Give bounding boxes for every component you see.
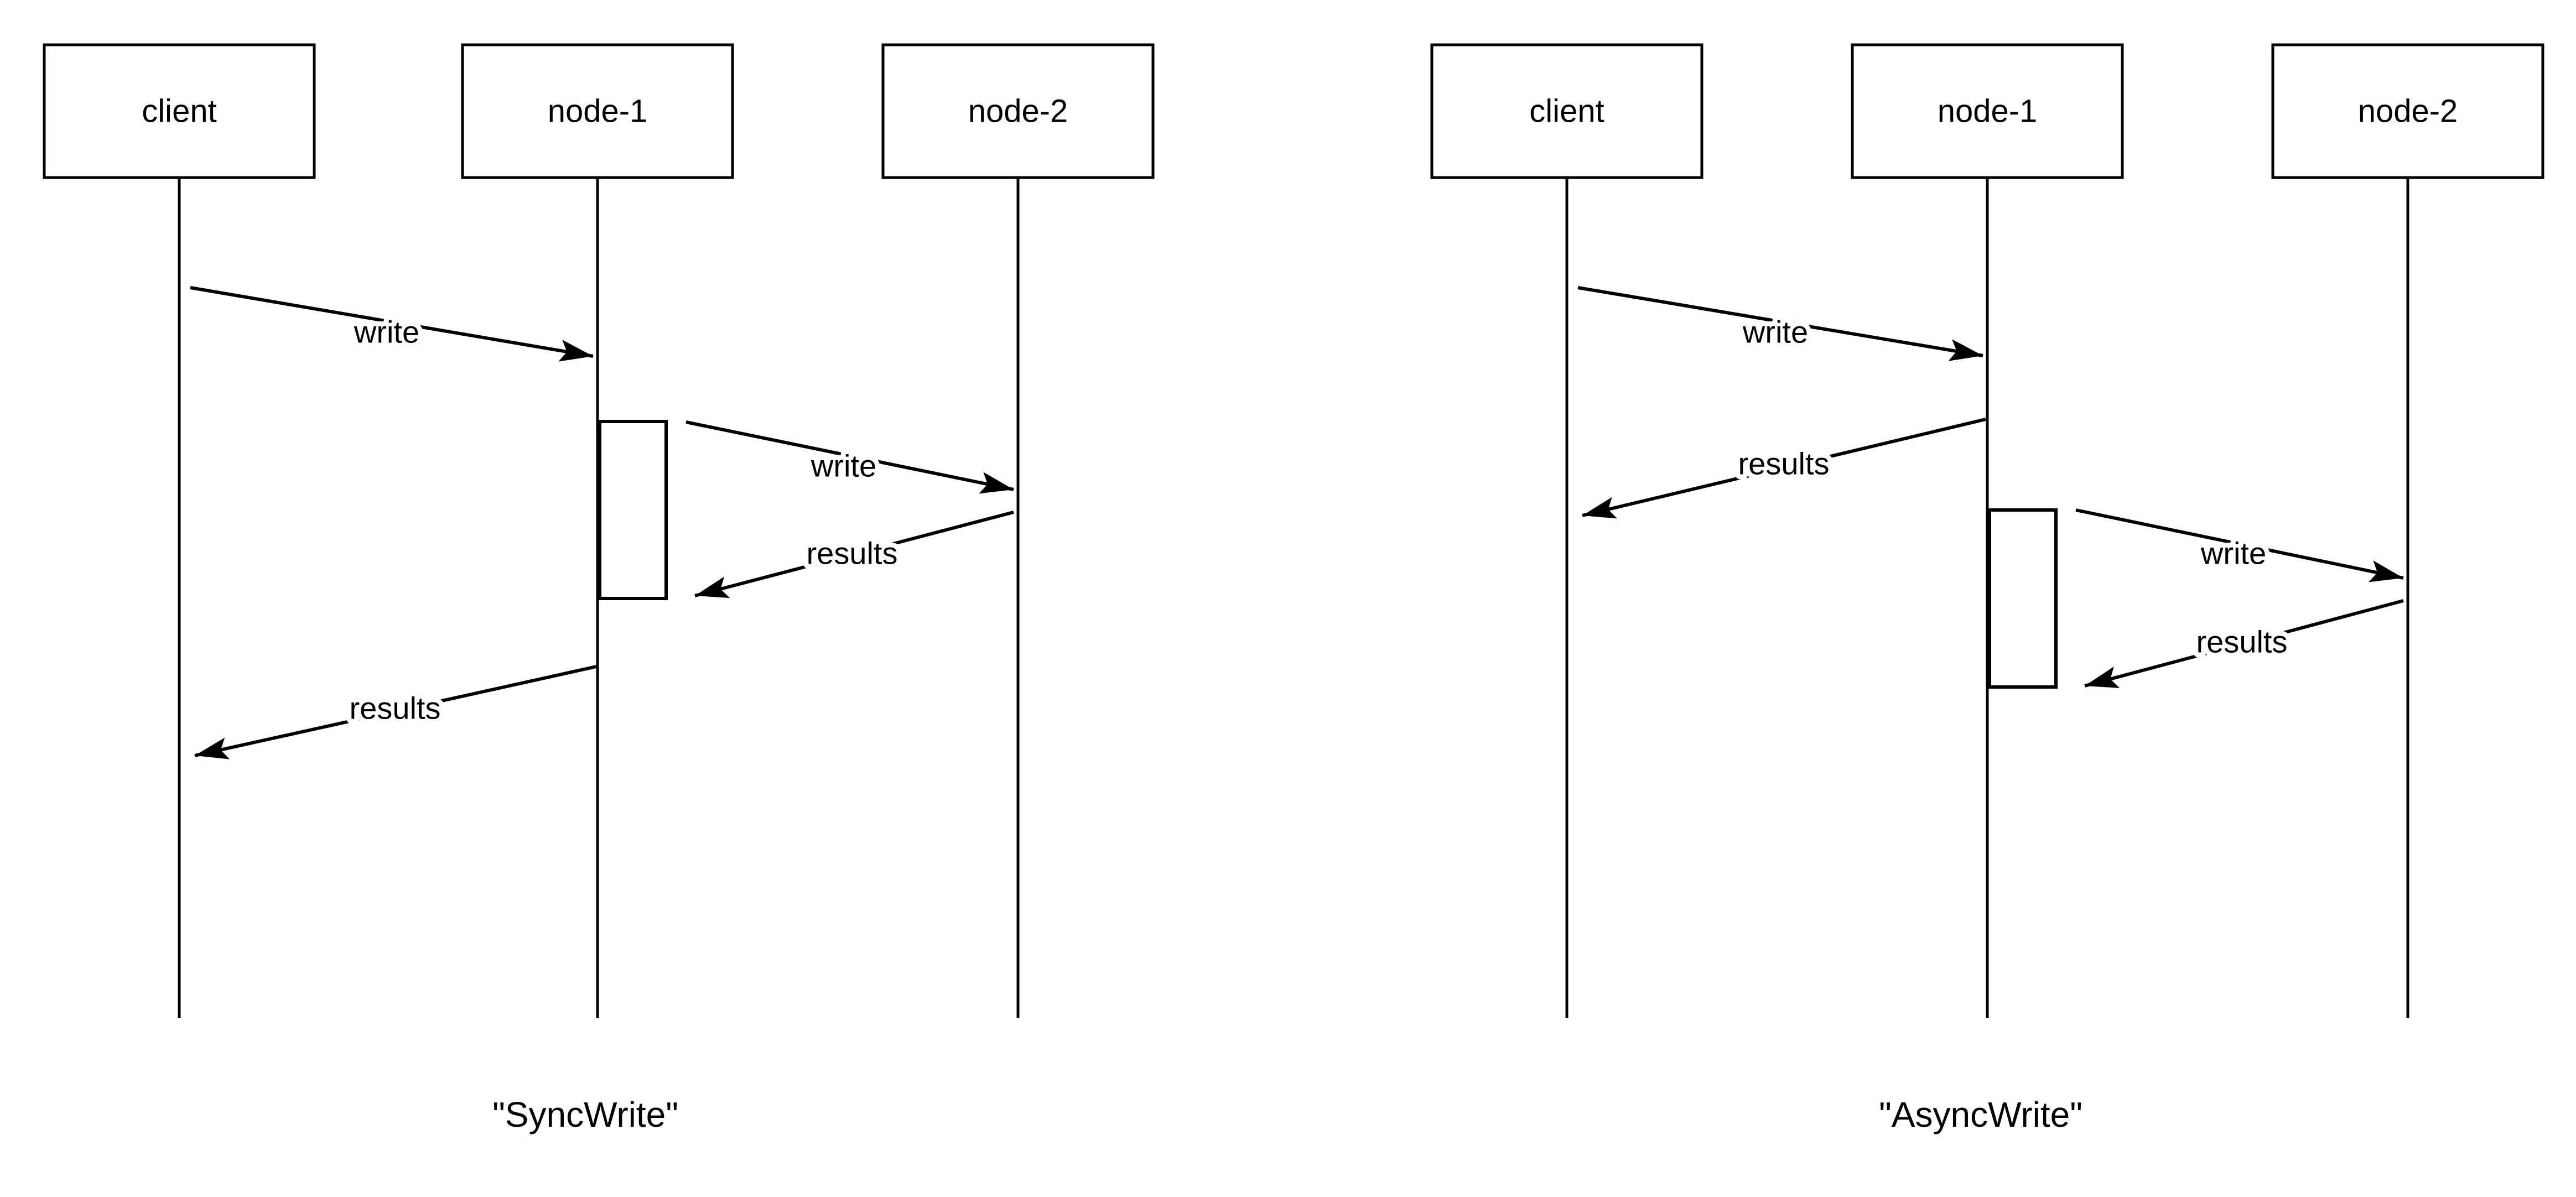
message-arrow-results-node1-client: [1582, 418, 1986, 519]
diagram-caption-asyncwrite: "AsyncWrite": [1879, 1095, 2082, 1134]
activation-bar-node-1: [1988, 508, 2058, 689]
actor-label-node-2: node-2: [2358, 93, 2458, 129]
actor-box-client: [43, 43, 316, 179]
message-label-results-node1-client: results: [350, 691, 441, 726]
message-arrow-results-node1-client: [194, 665, 597, 759]
actor-label-client: client: [142, 93, 216, 129]
message-arrow-write-node1-node2: [2075, 508, 2404, 582]
activation-bar-node-1: [598, 420, 668, 600]
message-arrow-write-client-node1: [190, 286, 594, 362]
message-label-write-node1-node2: write: [811, 449, 876, 483]
diagram-syncwrite: client node-1 node-2 write write results…: [43, 43, 1155, 1134]
message-arrow-write-node1-node2: [685, 420, 1014, 494]
message-label-results-node2-node1: results: [2196, 624, 2288, 659]
message-arrow-results-node2-node1: [2084, 599, 2404, 688]
actor-label-node-1: node-1: [548, 93, 648, 129]
actor-box-node-2: [881, 43, 1155, 179]
diagram-caption-syncwrite: "SyncWrite": [492, 1095, 678, 1134]
message-label-write-client-node1: write: [354, 315, 419, 350]
actor-box-client: [1430, 43, 1704, 179]
message-arrow-write-client-node1: [1577, 286, 1983, 361]
actor-box-node-2: [2271, 43, 2544, 179]
message-label-write-node1-node2: write: [2200, 536, 2266, 571]
message-label-results-node2-node1: results: [807, 536, 898, 571]
message-label-write-client-node1: write: [1742, 315, 1808, 350]
message-arrow-results-node2-node1: [694, 511, 1014, 598]
actor-label-node-1: node-1: [1938, 93, 2038, 129]
message-label-results-node1-client: results: [1738, 446, 1830, 481]
actor-box-node-1: [1851, 43, 2124, 179]
diagram-asyncwrite: client node-1 node-2 write results write…: [1430, 43, 2544, 1134]
actor-label-node-2: node-2: [968, 93, 1068, 129]
actor-label-client: client: [1529, 93, 1604, 129]
actor-box-node-1: [461, 43, 734, 179]
